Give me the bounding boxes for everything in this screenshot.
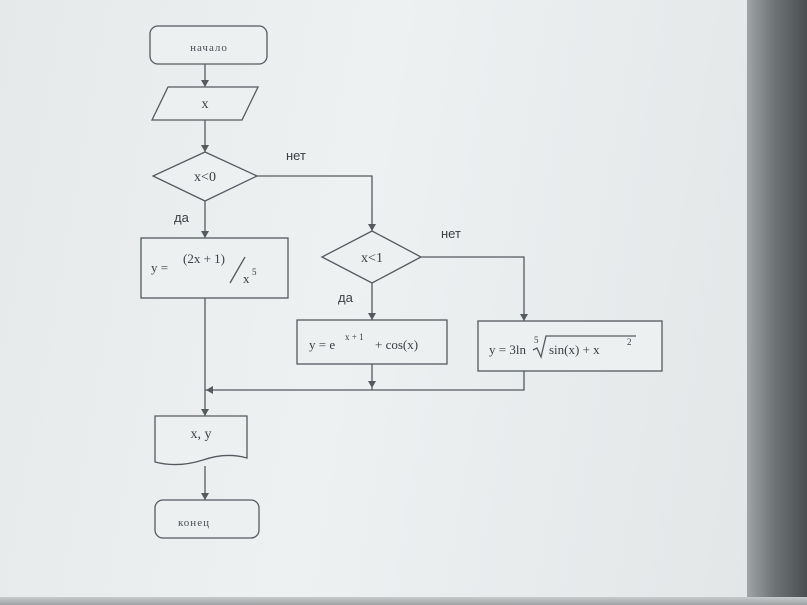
arrowhead <box>201 145 209 152</box>
condition-1-yes-label: да <box>174 210 190 225</box>
monitor-screen: начало x x<0 да нет y = (2x + 1) x 5 <box>0 0 760 605</box>
flowchart: начало x x<0 да нет y = (2x + 1) x 5 <box>140 25 663 539</box>
condition-2-label: x<1 <box>361 251 383 266</box>
input-label: x <box>202 97 209 112</box>
monitor-bezel-bottom <box>0 597 807 605</box>
arrowhead <box>201 493 209 500</box>
arrowhead <box>206 386 213 394</box>
formula-1-fraction-slash <box>229 256 246 284</box>
formula-1-denominator: x <box>243 271 250 286</box>
output-block: x, y <box>154 415 248 466</box>
formula-1-block: y = (2x + 1) x 5 <box>140 237 289 299</box>
end-block: конец <box>154 499 260 539</box>
formula-3-root-index: 5 <box>534 335 539 345</box>
formula-3-radicand: sin(x) + x <box>549 342 600 357</box>
arrowhead <box>368 313 376 320</box>
condition-1-no-label: нет <box>286 148 306 163</box>
formula-3-lhs: y = 3ln <box>489 342 526 357</box>
formula-1-lhs: y = <box>151 260 168 275</box>
formula-3-radicand-exp: 2 <box>627 337 632 347</box>
formula-1-denominator-exp: 5 <box>252 267 257 277</box>
condition-1-block: x<0 <box>151 151 259 202</box>
end-label: конец <box>178 517 210 529</box>
formula-2-exp: x + 1 <box>345 332 364 342</box>
condition-2-block: x<1 <box>320 230 423 284</box>
formula-1-numerator: (2x + 1) <box>183 251 225 266</box>
arrowhead <box>368 381 376 388</box>
monitor-bezel <box>747 0 807 605</box>
output-label: x, y <box>191 427 212 442</box>
connector-formula3-merge <box>205 371 525 391</box>
formula-2-lhs: y = e <box>309 337 335 352</box>
arrowhead <box>201 231 209 238</box>
formula-3-radical-sign <box>532 335 636 360</box>
start-block: начало <box>149 25 268 65</box>
connectors <box>204 64 525 500</box>
start-label: начало <box>190 42 228 54</box>
arrowhead <box>368 224 376 231</box>
arrowhead <box>201 80 209 87</box>
connector-cond2-no <box>421 256 525 321</box>
condition-2-no-label: нет <box>441 226 461 241</box>
arrowhead <box>520 314 528 321</box>
connector-cond1-no <box>257 175 373 231</box>
formula-2-rest: + cos(x) <box>375 337 418 352</box>
formula-3-block: y = 3ln 5 sin(x) + x 2 <box>477 320 663 372</box>
arrowheads <box>201 80 528 500</box>
input-block: x <box>150 86 260 121</box>
formula-2-block: y = e x + 1 + cos(x) <box>296 319 448 365</box>
arrowhead <box>201 409 209 416</box>
condition-1-label: x<0 <box>194 170 216 185</box>
condition-2-yes-label: да <box>338 290 354 305</box>
